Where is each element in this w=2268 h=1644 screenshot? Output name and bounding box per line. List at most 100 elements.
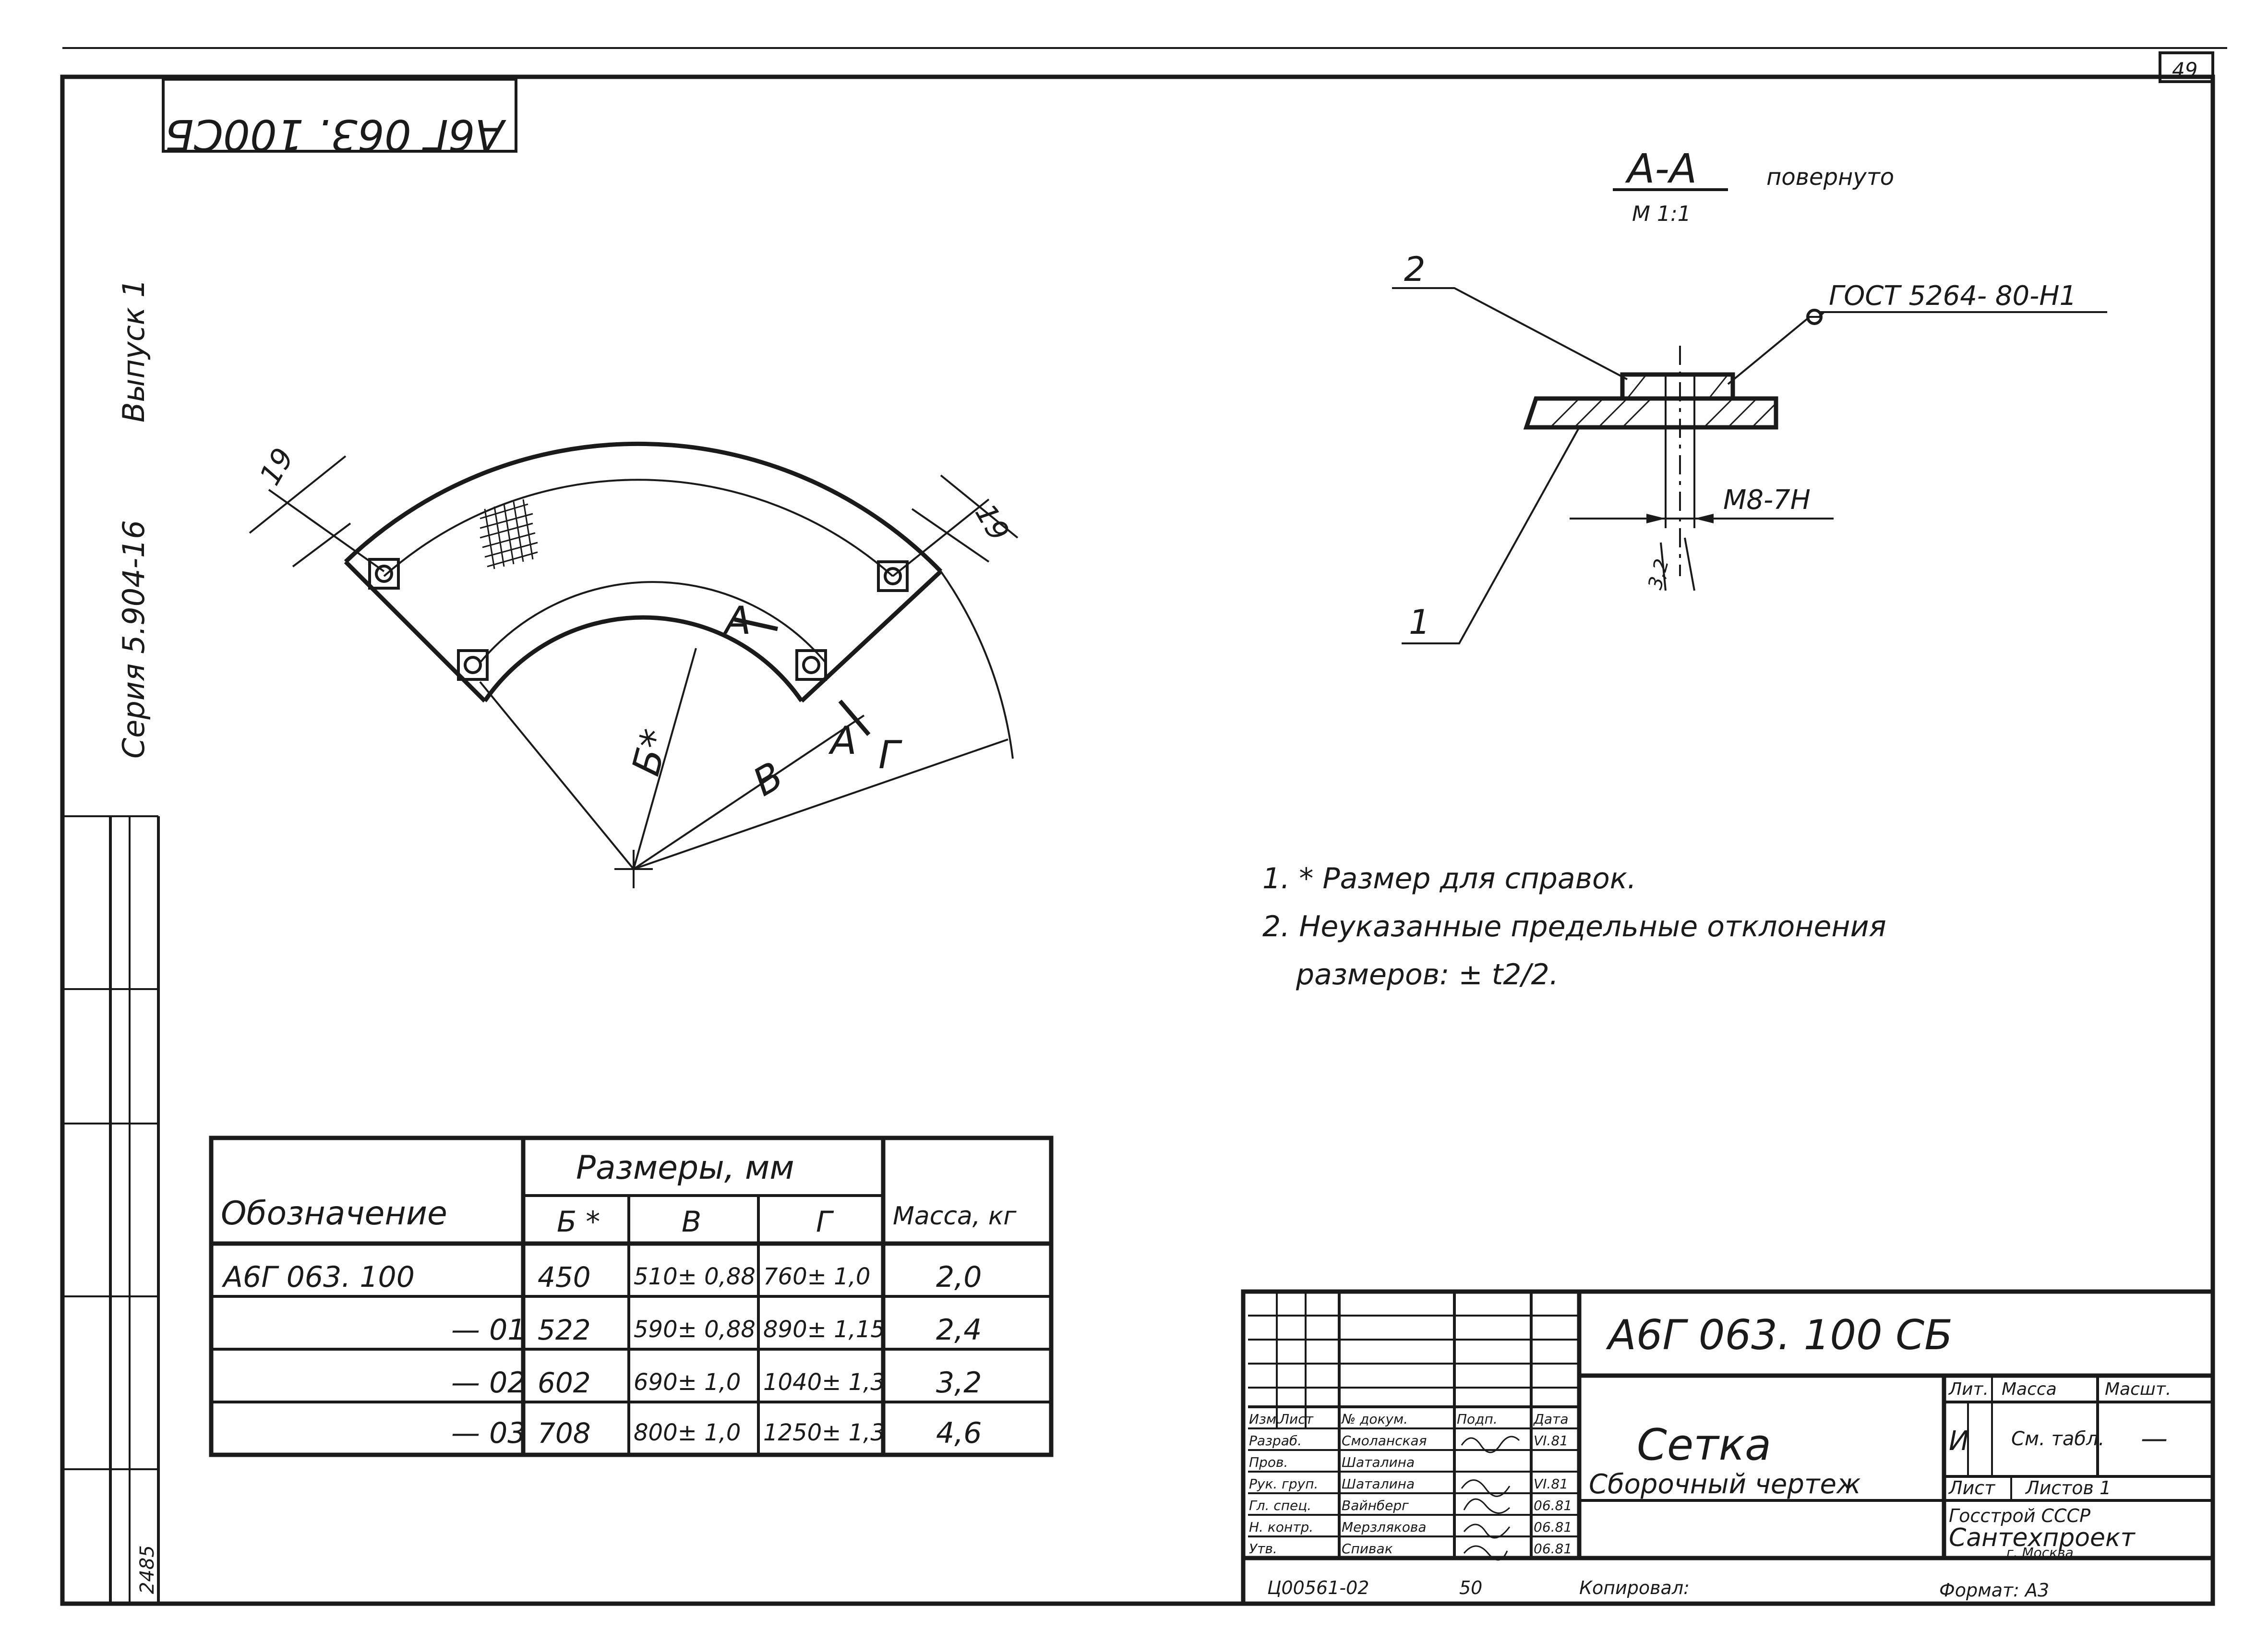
row-2-mass: 3,2 <box>936 1366 982 1400</box>
thread-label: М8-7Н <box>1723 484 1811 516</box>
col-g: Г <box>816 1205 834 1239</box>
thread-arrow-left <box>1646 514 1666 523</box>
callout-2: 2 <box>1404 250 1426 289</box>
org-line-1: Госстрой СССР <box>1949 1505 2090 1526</box>
row-2-v: 690± 1,0 <box>634 1369 741 1396</box>
role-6: Утв. <box>1249 1541 1277 1557</box>
size-table <box>209 1136 1054 1457</box>
copied-label: Копировал: <box>1579 1577 1690 1598</box>
role-2: Пров. <box>1249 1454 1288 1470</box>
role-2-name: Шаталина <box>1342 1454 1415 1470</box>
section-aa-view <box>1392 188 2107 644</box>
col-b: Б * <box>557 1205 600 1239</box>
header-sizes: Размеры, мм <box>576 1149 794 1187</box>
section-a-marker-top <box>734 617 778 631</box>
role-1: Разраб. <box>1249 1433 1302 1449</box>
row-3-mass: 4,6 <box>936 1416 982 1450</box>
dim19-right-2 <box>911 508 990 563</box>
org-line-3: г. Москва <box>2006 1545 2074 1560</box>
row-0-g: 760± 1,0 <box>763 1263 870 1290</box>
label-v: В <box>745 753 791 805</box>
g-arc <box>940 570 1014 759</box>
section-a-marker-bottom <box>838 700 871 736</box>
leader-2 <box>1392 287 1628 380</box>
row-2-g: 1040± 1,3 <box>763 1369 885 1396</box>
row-3-v: 800± 1,0 <box>634 1419 741 1446</box>
row-1-code: — 01 <box>451 1313 526 1347</box>
role-6-date: 06.81 <box>1534 1541 1572 1557</box>
org-line-2: Сантехпроект <box>1949 1523 2136 1552</box>
label-g: Г <box>878 733 902 777</box>
role-4-date: 06.81 <box>1534 1498 1572 1513</box>
bolt-2 <box>457 649 489 681</box>
row-0-b: 450 <box>538 1261 591 1293</box>
mass-value: См. табл. <box>2011 1428 2104 1450</box>
row-0-v: 510± 0,88 <box>634 1263 756 1290</box>
role-5-date: 06.81 <box>1534 1519 1572 1535</box>
row-1-mass: 2,4 <box>936 1313 982 1347</box>
dim19-right-3 <box>892 498 990 577</box>
role-4-name: Вайнберг <box>1342 1498 1409 1513</box>
sheets-label: Листов 1 <box>2025 1477 2111 1499</box>
thread-arrow-right <box>1694 514 1714 523</box>
header-mass: Масса, кг <box>893 1202 1017 1231</box>
dim19-left-3 <box>268 489 385 572</box>
leader-1 <box>1402 427 1580 644</box>
sheet-label: Лист <box>1948 1477 1996 1499</box>
right-edge <box>800 569 943 703</box>
role-6-name: Спивак <box>1342 1541 1393 1557</box>
role-3: Рук. груп. <box>1249 1476 1318 1492</box>
bottom-num: 50 <box>1459 1577 1482 1598</box>
role-3-name: Шаталина <box>1342 1476 1415 1492</box>
label-a-top: А <box>722 598 751 643</box>
header-designation: Обозначение <box>221 1195 447 1233</box>
outer-arc <box>344 441 943 573</box>
format-label: Формат: А3 <box>1939 1580 2049 1601</box>
sheet-number: 49 <box>2172 58 2197 82</box>
row-3-code: — 03 <box>451 1416 526 1450</box>
dim-left-19: 19 <box>253 442 300 491</box>
dim32-ext-1 <box>1660 542 1667 591</box>
lit-value: И <box>1949 1426 1969 1457</box>
role-0-date: Дата <box>1533 1411 1569 1427</box>
nut <box>1620 372 1735 401</box>
dim-right-19: 19 <box>968 498 1016 547</box>
row-1-g: 890± 1,15 <box>763 1316 885 1343</box>
row-0-mass: 2,0 <box>936 1260 982 1294</box>
doc-name: Сетка <box>1637 1420 1771 1470</box>
mass-header: Масса <box>2002 1379 2057 1399</box>
role-3-date: VI.81 <box>1534 1476 1568 1492</box>
bolt-4-hole <box>802 656 820 674</box>
label-a-bottom: А <box>828 718 857 763</box>
radius-g <box>633 738 1008 870</box>
bolt-1 <box>368 558 400 590</box>
scale-header: Масшт. <box>2105 1379 2171 1399</box>
section-title: А-А <box>1625 145 1697 192</box>
doc-subtitle: Сборочный чертеж <box>1589 1469 1860 1500</box>
frame-arc-inner <box>479 581 827 664</box>
row-1-v: 590± 0,88 <box>634 1316 756 1343</box>
role-0-doc: № докум. <box>1341 1411 1408 1427</box>
bolt-3-hole <box>884 567 902 585</box>
radius-b <box>633 648 697 870</box>
vypusk-label: Выпуск 1 <box>116 279 151 423</box>
radius-v <box>633 714 865 870</box>
role-1-name: Смоланская <box>1342 1433 1427 1449</box>
mesh-sector-view <box>249 441 1019 888</box>
row-2-code: — 02 <box>451 1366 526 1400</box>
side-number-1: 2485 <box>136 1545 158 1594</box>
row-0-code: А6Г 063. 100 <box>221 1260 415 1294</box>
role-0-sign: Подп. <box>1457 1411 1498 1427</box>
weld-circle <box>1806 309 1823 325</box>
row-1-b: 522 <box>538 1314 591 1346</box>
section-rotated: повернуто <box>1766 164 1894 191</box>
col-v: В <box>682 1205 701 1239</box>
role-5: Н. контр. <box>1249 1519 1313 1535</box>
doc-code: А6Г 063. 100 СБ <box>1606 1311 1953 1359</box>
row-2-b: 602 <box>538 1366 591 1399</box>
bolt-1-hole <box>375 565 393 583</box>
hatching <box>1549 374 1777 428</box>
title-block <box>1241 1289 2215 1606</box>
scale-value: — <box>2141 1423 2168 1454</box>
bolt-3 <box>877 560 909 592</box>
